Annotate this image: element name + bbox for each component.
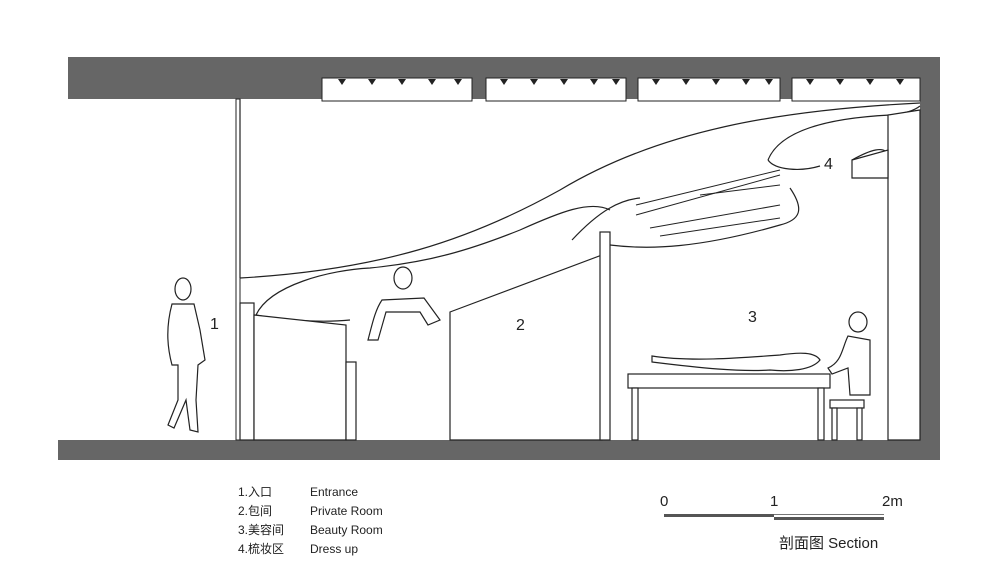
legend-code: 4.梳妆区 xyxy=(238,542,285,556)
room-label-entrance: 1 xyxy=(210,316,219,333)
legend-row: 3.美容间 Beauty Room xyxy=(238,521,383,540)
therapist-stool xyxy=(829,399,865,409)
treatment-bed xyxy=(627,373,831,389)
person-entrance xyxy=(167,277,206,433)
beauty-room-furniture xyxy=(627,311,871,441)
legend-code: 3.美容间 xyxy=(238,523,285,537)
scale-bar xyxy=(664,514,884,520)
legend-name: Private Room xyxy=(310,504,383,518)
client-lying xyxy=(651,352,821,372)
person-private-room xyxy=(367,266,441,341)
section-drawing xyxy=(58,57,940,460)
legend: 1.入口 Entrance 2.包间 Private Room 3.美容间 Be… xyxy=(238,483,383,559)
legend-name: Entrance xyxy=(310,485,359,499)
scale-label-1: 1 xyxy=(770,493,779,510)
scale-label-2m: 2m xyxy=(882,493,903,510)
legend-name: Dress up xyxy=(310,542,359,556)
room-label-private-room: 2 xyxy=(516,317,525,334)
legend-code: 1.入口 xyxy=(238,485,273,499)
stairs-lines xyxy=(635,169,781,237)
partitions xyxy=(239,109,921,441)
ceiling-lights xyxy=(321,77,921,102)
room-label-dress-up: 4 xyxy=(824,156,833,173)
legend-name: Beauty Room xyxy=(310,523,383,537)
section-title: 剖面图 Section xyxy=(779,535,879,552)
legend-row: 1.入口 Entrance xyxy=(238,483,383,502)
scale-label-0: 0 xyxy=(660,493,669,510)
legend-row: 2.包间 Private Room xyxy=(238,502,383,521)
light-fixture-marks xyxy=(338,79,904,85)
legend-code: 2.包间 xyxy=(238,504,273,518)
floor-slab xyxy=(58,440,940,460)
therapist xyxy=(827,335,871,396)
room-label-beauty-room: 3 xyxy=(748,309,757,326)
legend-row: 4.梳妆区 Dress up xyxy=(238,540,383,559)
right-wall xyxy=(920,57,940,460)
